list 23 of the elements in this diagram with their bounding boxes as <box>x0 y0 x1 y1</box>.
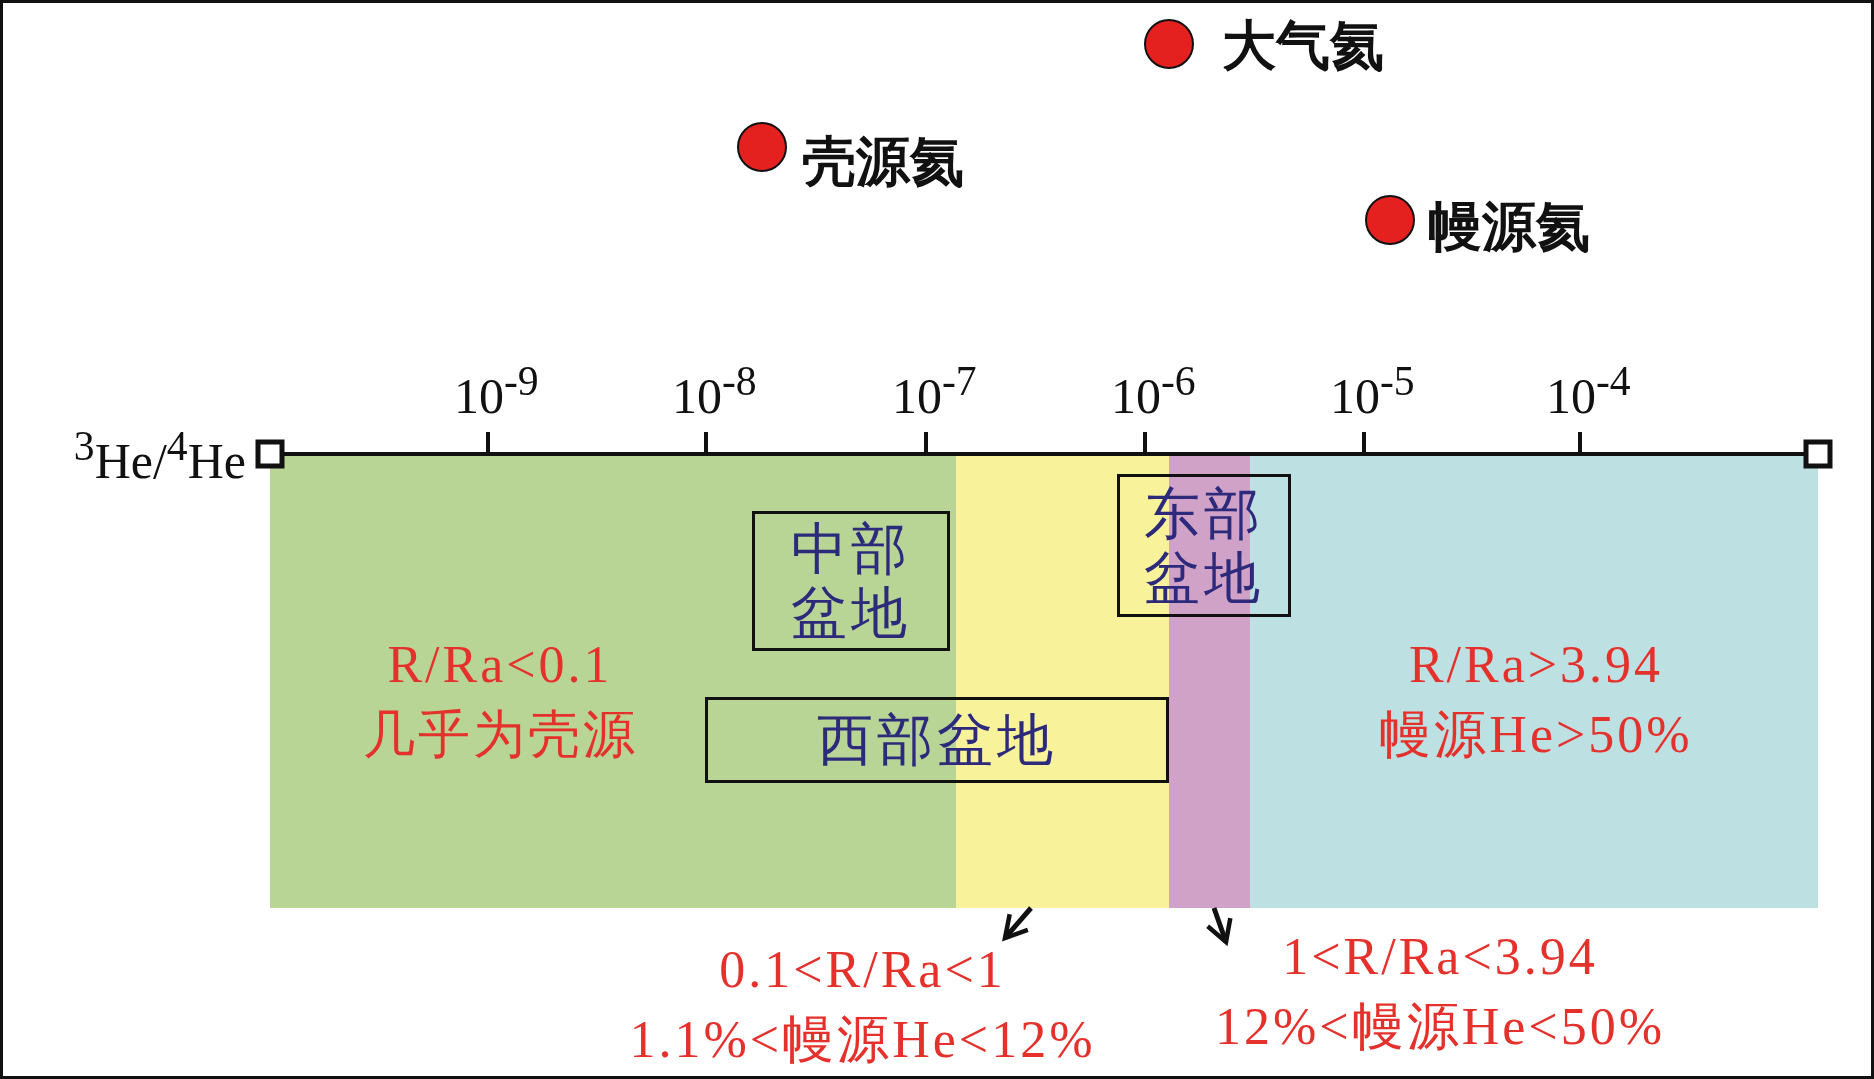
basin-box: 西部盆地 <box>705 697 1169 783</box>
range-label: 0.1<R/Ra<1 <box>719 940 1006 1000</box>
tick-label: 10$^{-7}$ <box>892 357 977 425</box>
range-label: R/Ra>3.94 <box>1408 635 1664 695</box>
source-label: 大气氦 <box>1222 15 1384 78</box>
tick-label: 10$^{-6}$ <box>1111 357 1196 425</box>
range-label: R/Ra<0.1 <box>387 635 613 695</box>
tick-label: 10$^{-9}$ <box>454 357 539 425</box>
arrow <box>1205 907 1233 945</box>
arrow <box>1002 906 1033 941</box>
range-label: 几乎为壳源 <box>362 705 638 765</box>
range-label: 12%<幔源He<50% <box>1215 997 1665 1057</box>
range-label: 幔源He>50% <box>1379 705 1693 765</box>
range-label: 1.1%<幔源He<12% <box>629 1010 1096 1070</box>
axis-title: $^{3}$He/$^{4}$He <box>73 422 246 490</box>
basin-box: 中部盆地 <box>752 511 950 651</box>
source-label: 幔源氦 <box>1428 196 1590 259</box>
tick-label: 10$^{-5}$ <box>1330 357 1415 425</box>
tick-label: 10$^{-8}$ <box>672 357 757 425</box>
source-label: 壳源氦 <box>802 131 964 194</box>
tick-label: 10$^{-4}$ <box>1546 357 1631 425</box>
range-label: 1<R/Ra<3.94 <box>1282 927 1598 987</box>
basin-box: 东部盆地 <box>1117 474 1291 617</box>
